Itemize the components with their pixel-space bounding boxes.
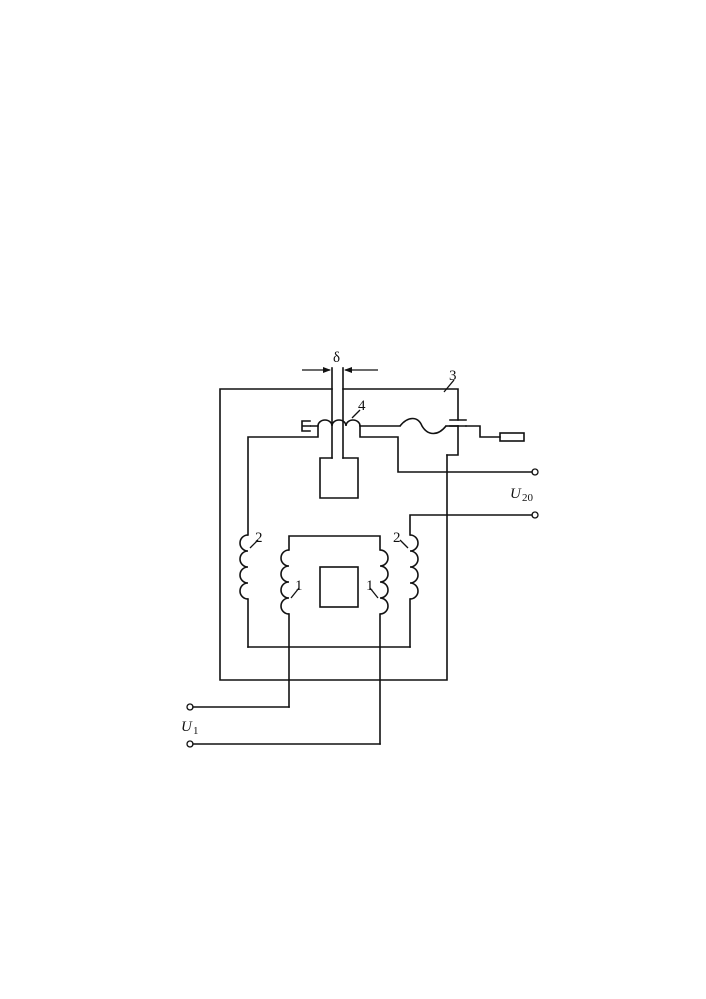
input-terminal-1 xyxy=(186,703,194,711)
input-wires: U 1 xyxy=(181,703,381,748)
coil-1-left: 1 xyxy=(280,535,381,708)
part-1-left-label: 1 xyxy=(295,578,303,594)
delta-label: δ xyxy=(333,350,340,366)
part-1-right-label: 1 xyxy=(366,578,374,594)
input-terminal-2 xyxy=(186,740,194,748)
u1-subscript: 1 xyxy=(193,725,199,737)
resistor xyxy=(499,432,525,442)
coil-2-left: 2 xyxy=(239,530,263,648)
output-wires: U 20 xyxy=(247,425,539,536)
compensation-branch: 3 xyxy=(359,368,525,456)
u20-label: U xyxy=(510,486,522,502)
coil-2-right: 2 xyxy=(393,530,419,648)
output-terminal-2 xyxy=(531,511,539,519)
coil-1-right: 1 xyxy=(366,549,389,745)
outer-frame xyxy=(219,388,459,681)
part-2-right-label: 2 xyxy=(393,530,401,546)
core-window xyxy=(319,566,359,608)
part-2-left-label: 2 xyxy=(255,530,263,546)
part-3-label: 3 xyxy=(449,368,457,384)
output-terminal-1 xyxy=(531,468,539,476)
coil-4: 4 xyxy=(301,398,366,432)
air-gap: δ xyxy=(302,350,378,459)
u1-label: U xyxy=(181,719,193,735)
u20-subscript: 20 xyxy=(522,492,534,504)
part-4-label: 4 xyxy=(358,398,366,414)
movable-core xyxy=(319,457,359,499)
